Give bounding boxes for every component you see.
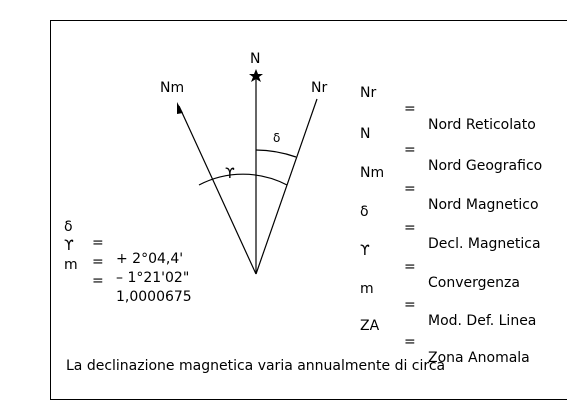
legend-equals: = (404, 297, 416, 313)
legend-equals: = (404, 259, 416, 275)
param-convergence: ϒ = – 1°21'02" (64, 222, 189, 286)
legend-equals: = (404, 334, 416, 350)
param-symbol: δ (64, 219, 73, 235)
legend-item: ϒ = Convergenza (0, 227, 520, 307)
declination-arc (255, 149, 297, 158)
legend-equals: = (404, 101, 416, 117)
magnetic-north-line (178, 105, 257, 275)
legend-item: m = Mod. Def. Linea (0, 265, 536, 345)
legend-description: Nord Geografico (428, 158, 543, 174)
legend-equals: = (404, 181, 416, 197)
legend-symbol: Nr (360, 85, 377, 101)
param-scale-factor: m = 1,0000675 (64, 241, 192, 305)
legend-item: N = Nord Geografico (0, 110, 542, 190)
param-symbol: m (64, 257, 78, 273)
convergence-angle-label: ϒ (225, 166, 235, 182)
legend-symbol: N (360, 126, 371, 142)
legend-description: Mod. Def. Linea (428, 313, 537, 329)
magnetic-north-arrowhead (177, 102, 183, 114)
param-equals: = (92, 273, 104, 289)
magnetic-north-label: Nm (160, 80, 184, 96)
legend-symbol: ZA (360, 318, 380, 334)
declination-angle-label: δ (273, 131, 280, 145)
true-north-star-icon (249, 69, 263, 82)
legend-symbol: ϒ (360, 243, 370, 259)
param-declination: δ = + 2°04,4' (64, 203, 183, 267)
true-north-label: N (250, 51, 260, 67)
north-diagram: N Nr Nm δ ϒ (160, 51, 327, 275)
legend-item: δ = Decl. Magnetica (0, 188, 541, 268)
legend-description: Nord Reticolato (428, 117, 536, 133)
param-equals: = (92, 254, 104, 270)
legend-item: Nm = Nord Magnetico (0, 149, 539, 229)
param-value: – 1°21'02" (116, 270, 190, 286)
legend-equals: = (404, 142, 416, 158)
annual-variation-note: La declinazione magnetica varia annualme… (66, 358, 446, 374)
legend-symbol: Nm (360, 165, 385, 181)
legend-description: Decl. Magnetica (428, 236, 541, 252)
legend-equals: = (404, 220, 416, 236)
param-symbol: ϒ (64, 238, 74, 254)
param-equals: = (92, 235, 104, 251)
legend-item: ZA = Zona Anomala (0, 302, 530, 382)
grid-north-label: Nr (311, 80, 327, 96)
legend-description: Convergenza (428, 275, 520, 291)
convergence-arc (198, 173, 288, 186)
legend-description: Nord Magnetico (428, 197, 539, 213)
legend-symbol: m (360, 281, 374, 297)
legend-description: Zona Anomala (428, 350, 530, 366)
legend-symbol: δ (360, 204, 369, 220)
legend-item: Nr = Nord Reticolato (0, 69, 536, 149)
param-value: + 2°04,4' (116, 251, 184, 267)
param-value: 1,0000675 (116, 289, 192, 305)
grid-north-line (255, 98, 318, 275)
